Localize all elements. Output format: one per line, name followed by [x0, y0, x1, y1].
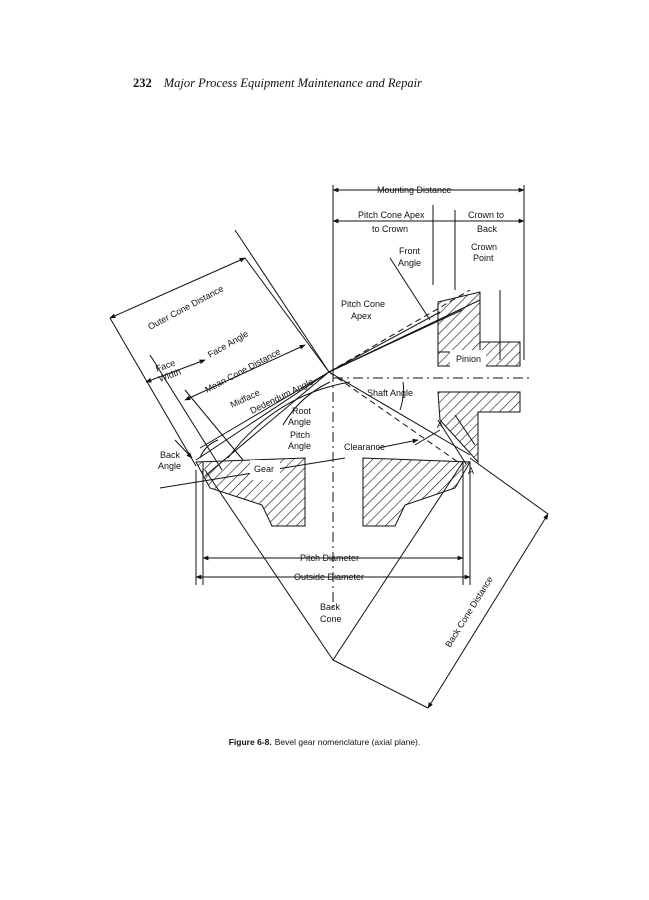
book-title: Major Process Equipment Maintenance and … — [163, 76, 422, 90]
back-cone-distance-line — [427, 513, 549, 709]
gear-body — [195, 457, 471, 527]
pitch-cone-apex-crown-label-2: to Crown — [372, 224, 408, 234]
figure-caption: Figure 6-8.Bevel gear nomenclature (axia… — [0, 737, 649, 747]
outer-cone-distance-label: Outer Cone Distance — [146, 283, 225, 331]
pitch-diameter-label: Pitch Diameter — [300, 553, 359, 563]
pinion-body — [437, 291, 521, 464]
mean-cone-distance-line — [184, 344, 306, 401]
gear-label: Gear — [254, 464, 274, 474]
face-angle-label: Face Angle — [206, 329, 250, 360]
crown-point-label-2: Point — [473, 253, 494, 263]
caption-text: Bevel gear nomenclature (axial plane). — [274, 737, 421, 747]
outer-cone-distance-line — [109, 257, 246, 319]
page-number: 232 — [133, 76, 152, 90]
shaft-angle-label: Shaft Angle — [367, 388, 413, 398]
a-mark-2: A — [468, 466, 474, 476]
outside-diameter-label: Outside Diameter — [294, 572, 364, 582]
front-angle-label-2: Angle — [398, 258, 421, 268]
back-cone-label-2: Cone — [320, 614, 342, 624]
back-angle-label-2: Angle — [158, 461, 181, 471]
pitch-cone-apex-label: Pitch Cone — [341, 299, 385, 309]
figure-number: Figure 6-8. — [228, 737, 272, 747]
pinion-label: Pinion — [456, 354, 481, 364]
back-cone-label: Back — [320, 602, 341, 612]
back-cone-line — [204, 469, 334, 661]
back-angle-label: Back — [160, 450, 181, 460]
clearance-label: Clearance — [344, 442, 385, 452]
crown-to-back-label-2: Back — [477, 224, 498, 234]
a-mark: A — [437, 420, 443, 430]
pitch-cone-apex-crown-label: Pitch Cone Apex — [358, 210, 425, 220]
mounting-distance-label: Mounting Distance — [377, 185, 452, 195]
pitch-cone-apex-label-2: Apex — [351, 311, 372, 321]
root-angle-label-2: Angle — [288, 417, 311, 427]
root-angle-label: Root — [292, 406, 312, 416]
crown-point-label: Crown — [471, 242, 497, 252]
front-angle-label: Front — [399, 246, 421, 256]
crown-to-back-label: Crown to — [468, 210, 504, 220]
pitch-angle-label-2: Angle — [288, 441, 311, 451]
running-head: 232 Major Process Equipment Maintenance a… — [133, 76, 422, 91]
pitch-angle-label: Pitch — [290, 430, 310, 440]
